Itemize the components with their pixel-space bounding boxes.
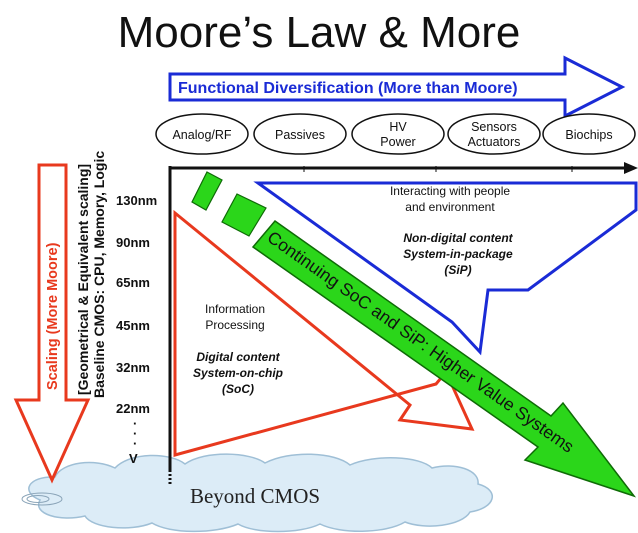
node-dot: ·: [133, 426, 137, 441]
category-label: Biochips: [565, 128, 612, 142]
horizontal-axis-arrowhead: [624, 162, 638, 174]
green-block: [191, 171, 223, 211]
node-label: 45nm: [116, 318, 150, 333]
category-label: Analog/RF: [172, 128, 231, 142]
category-label: Actuators: [468, 135, 521, 149]
sip-region: Interacting with people and environment …: [253, 181, 638, 356]
cloud-swirl: [21, 492, 63, 506]
soc-information-label: Information: [205, 302, 265, 316]
category-hv-power: HV Power: [351, 113, 445, 155]
cloud-swirl: [26, 495, 50, 503]
category-oval: [351, 113, 445, 155]
sip-interacting-label: Interacting with people: [390, 184, 510, 198]
scaling-arrow-shape: [13, 163, 91, 484]
category-label: Power: [380, 135, 415, 149]
beyond-cmos-cloud: Beyond CMOS: [21, 453, 494, 533]
scaling-arrow-label: Scaling (More Moore): [45, 242, 61, 390]
sip-wedge-shape: [253, 181, 638, 356]
category-oval: [447, 113, 541, 155]
category-oval: [542, 113, 636, 155]
category-oval: [253, 113, 347, 155]
functional-arrow-label: Functional Diversification (More than Mo…: [178, 80, 518, 97]
soc-content-label: Digital content: [196, 350, 280, 364]
axes: [168, 162, 638, 485]
category-analog-rf: Analog/RF: [155, 113, 249, 155]
category-passives: Passives: [253, 113, 347, 155]
category-oval: [155, 113, 249, 155]
soc-content-label: System-on-chip: [193, 366, 283, 380]
sip-content-label: Non-digital content: [403, 231, 513, 245]
cloud-label: Beyond CMOS: [190, 484, 320, 508]
sip-content-label: (SiP): [444, 263, 471, 277]
node-arrow-v: V: [129, 451, 138, 466]
node-label: 90nm: [116, 235, 150, 250]
functional-diversification-arrow: Functional Diversification (More than Mo…: [168, 55, 626, 119]
sip-interacting-label: and environment: [405, 200, 495, 214]
node-label: 32nm: [116, 360, 150, 375]
node-dot: ·: [133, 436, 137, 451]
node-label: 22nm: [116, 401, 150, 416]
sip-content-label: System-in-package: [403, 247, 513, 261]
functional-arrow-shape: [168, 55, 626, 119]
node-labels: 130nm 90nm 65nm 45nm 32nm 22nm · · · V: [116, 193, 157, 466]
category-label: Sensors: [471, 120, 517, 134]
node-label: 65nm: [116, 275, 150, 290]
diagram-title: Moore’s Law & More: [117, 8, 521, 57]
soc-information-label: Processing: [205, 318, 264, 332]
green-block: [221, 193, 267, 237]
node-label: 130nm: [116, 193, 157, 208]
category-sensors-actuators: Sensors Actuators: [447, 113, 541, 155]
baseline-label: [Geometrical & Equivalent scaling]: [75, 164, 91, 395]
green-arrow-shape: [251, 219, 637, 498]
node-dot: ·: [133, 416, 137, 431]
cloud-shape: [28, 453, 494, 533]
category-label: Passives: [275, 128, 325, 142]
category-label: HV: [389, 120, 407, 134]
scaling-arrow: Scaling (More Moore): [13, 163, 91, 484]
category-biochips: Biochips: [542, 113, 636, 155]
soc-wedge-shape: [173, 209, 475, 457]
category-row: Analog/RF Passives HV Power Sensors Actu…: [155, 113, 636, 155]
soc-content-label: (SoC): [222, 382, 254, 396]
baseline-label: Baseline CMOS: CPU, Memory, Logic: [91, 151, 107, 398]
soc-region: Information Processing Digital content S…: [173, 209, 475, 457]
